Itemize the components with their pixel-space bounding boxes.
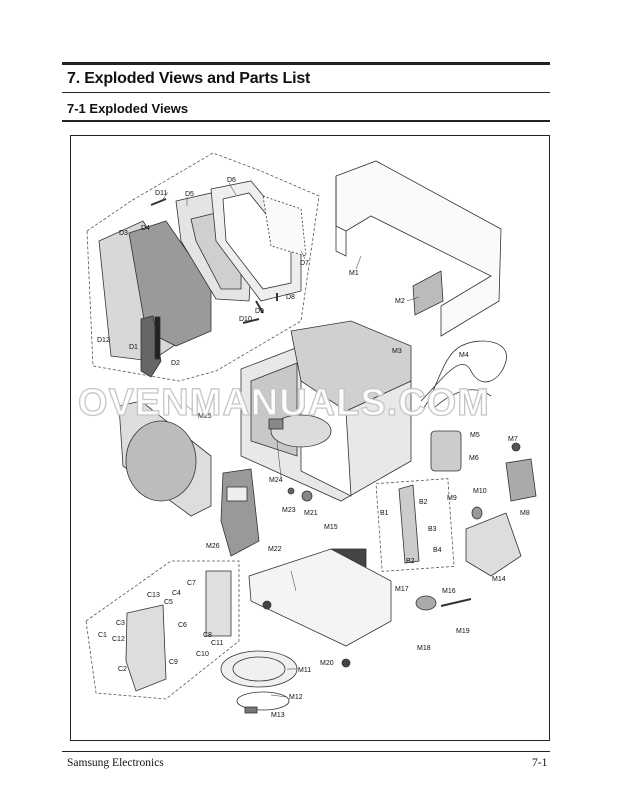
label-C11: C11: [211, 640, 223, 647]
label-C13: C13: [147, 592, 160, 599]
label-M6: M6: [469, 455, 479, 462]
label-M8: M8: [520, 510, 530, 517]
label-C9: C9: [169, 659, 178, 666]
label-C2: C2: [118, 666, 127, 673]
label-B1: B1: [380, 510, 389, 517]
label-D7: D7: [300, 260, 309, 267]
outer-case: [335, 160, 502, 337]
label-D1: D1: [129, 344, 138, 351]
subsection-rule: [62, 120, 550, 122]
subsection-title: 7-1 Exploded Views: [67, 101, 189, 116]
label-D2: D2: [171, 360, 180, 367]
label-C12: C12: [112, 636, 125, 643]
label-M2: M2: [395, 298, 405, 305]
label-D11: D11: [155, 190, 167, 197]
label-C1: C1: [98, 632, 107, 639]
exploded-view-diagram: D11 D5 D6 D3 D4 D7 D8 D9 D10 D12 D1 D2 M…: [85, 152, 537, 719]
door-group-outline: [86, 152, 320, 382]
cooling-duct: [465, 512, 522, 577]
label-C4: C4: [172, 590, 181, 597]
footer-rule: [62, 751, 550, 752]
door-sheet: [262, 195, 307, 257]
control-panel: [220, 468, 260, 557]
label-B2a: B2: [419, 499, 428, 506]
base-plate: [248, 548, 392, 647]
label-B3: B3: [428, 526, 437, 533]
section-title: 7. Exploded Views and Parts List: [67, 70, 311, 87]
side-panel: [412, 270, 444, 316]
label-D10: D10: [239, 316, 252, 323]
label-M19: M19: [456, 628, 470, 635]
control-group-outline: [85, 560, 240, 700]
label-M11: M11: [298, 667, 311, 674]
label-M13: M13: [271, 712, 285, 719]
label-M24: M24: [269, 477, 283, 484]
label-M4: M4: [459, 352, 469, 359]
turntable-tray: [220, 650, 298, 688]
header-rule-thick: [62, 62, 550, 65]
header-rule-thin: [62, 92, 550, 93]
label-M22: M22: [268, 546, 282, 553]
label-M25: M25: [198, 413, 212, 420]
label-D8: D8: [286, 294, 295, 301]
label-D6: D6: [227, 177, 236, 184]
transformer: [505, 458, 537, 502]
label-M12: M12: [289, 694, 303, 701]
fan-motor: [430, 430, 462, 472]
label-C6: C6: [178, 622, 187, 629]
page-number: 7-1: [532, 757, 548, 769]
diagram-frame: D11 D5 D6 D3 D4 D7 D8 D9 D10 D12 D1 D2 M…: [70, 135, 550, 741]
watermark-text: OVENMANUALS.COM: [77, 381, 490, 424]
label-C10: C10: [196, 651, 209, 658]
label-M16: M16: [442, 588, 456, 595]
label-M10: M10: [473, 488, 487, 495]
label-M9: M9: [447, 495, 457, 502]
label-M14: M14: [492, 576, 506, 583]
label-D9: D9: [255, 308, 264, 315]
footer-company: Samsung Electronics: [67, 757, 164, 769]
label-D12: D12: [97, 337, 110, 344]
roller-ring: [236, 691, 290, 711]
label-D4: D4: [141, 225, 150, 232]
label-M23: M23: [282, 507, 296, 514]
wire-harness: [420, 340, 507, 412]
label-B2b: B2: [406, 558, 415, 565]
label-M26: M26: [206, 543, 220, 550]
door-handle: [140, 315, 162, 378]
label-D3: D3: [119, 230, 128, 237]
label-M21: M21: [304, 510, 318, 517]
label-B4: B4: [433, 547, 442, 554]
label-M15: M15: [324, 524, 338, 531]
label-M5: M5: [470, 432, 480, 439]
label-M20: M20: [320, 660, 334, 667]
label-M3: M3: [392, 348, 402, 355]
label-M1: M1: [349, 270, 359, 277]
label-C5: C5: [164, 599, 173, 606]
label-C8: C8: [203, 632, 212, 639]
label-M7: M7: [508, 436, 518, 443]
label-C3: C3: [116, 620, 125, 627]
label-M17: M17: [395, 586, 409, 593]
label-M18: M18: [417, 645, 431, 652]
switch-bracket-outline: [375, 478, 455, 572]
label-C7: C7: [187, 580, 196, 587]
label-D5: D5: [185, 191, 194, 198]
